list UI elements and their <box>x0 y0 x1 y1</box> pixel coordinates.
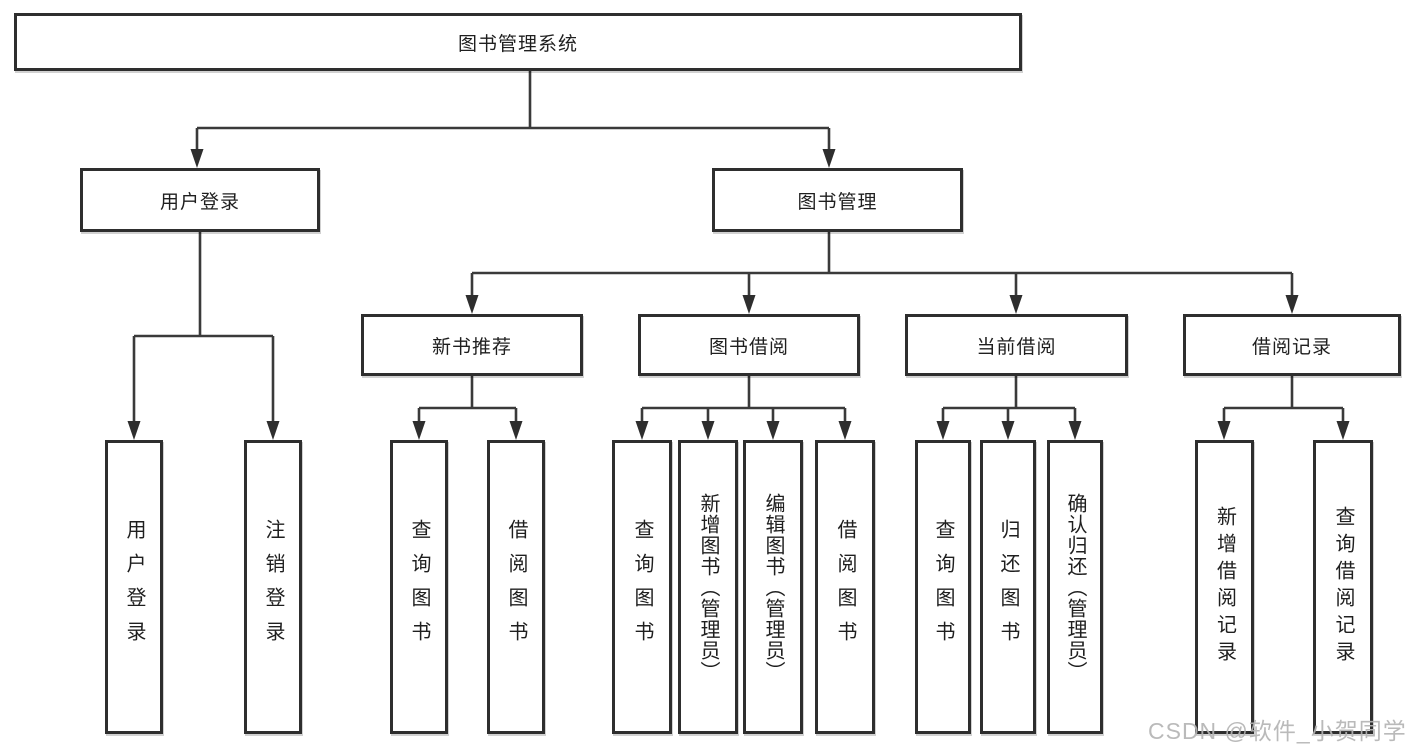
node-new-book-rec-label: 新书推荐 <box>431 336 512 358</box>
arrow-down-icon <box>936 421 950 440</box>
leaf-edit-book-admin-label: 编辑图书（管理员） <box>762 492 784 682</box>
arrow-down-icon <box>1336 421 1350 440</box>
node-book-mgmt: 图书管理 <box>712 168 963 232</box>
leaf-add-borrow-record-label: 新增借阅记录 <box>1213 506 1236 668</box>
leaf-query-book-borrow: 查询图书 <box>612 440 672 734</box>
node-borrow-record-label: 借阅记录 <box>1251 336 1332 358</box>
node-book-borrow-label: 图书借阅 <box>708 336 789 358</box>
leaf-query-book-current-label: 查询图书 <box>932 519 954 655</box>
arrow-down-icon <box>465 295 479 314</box>
leaf-query-borrow-record-label: 查询借阅记录 <box>1332 506 1354 668</box>
leaf-user-login-label: 用户登录 <box>123 519 145 655</box>
leaf-add-book-admin-label: 新增图书（管理员） <box>697 492 719 682</box>
arrow-down-icon <box>701 421 715 440</box>
arrow-down-icon <box>412 421 426 440</box>
arrow-down-icon <box>1285 295 1299 314</box>
node-user-login-label: 用户登录 <box>159 191 240 213</box>
arrow-down-icon <box>1009 295 1023 314</box>
arrowheads <box>127 149 1350 440</box>
node-current-borrow-label: 当前借阅 <box>976 336 1057 358</box>
node-borrow-record: 借阅记录 <box>1183 314 1401 376</box>
node-book-borrow: 图书借阅 <box>638 314 860 376</box>
leaf-query-book-current: 查询图书 <box>915 440 971 734</box>
node-root: 图书管理系统 <box>14 13 1022 71</box>
arrow-down-icon <box>838 421 852 440</box>
leaf-return-book-label: 归还图书 <box>997 519 1019 655</box>
leaf-logout: 注销登录 <box>244 440 302 734</box>
arrow-down-icon <box>635 421 649 440</box>
arrow-down-icon <box>266 421 280 440</box>
leaf-query-book-newrec-label: 查询图书 <box>408 519 430 655</box>
leaf-user-login: 用户登录 <box>105 440 163 734</box>
leaf-borrow-book-newrec: 借阅图书 <box>487 440 545 734</box>
leaf-query-book-newrec: 查询图书 <box>390 440 448 734</box>
node-current-borrow: 当前借阅 <box>905 314 1128 376</box>
leaf-query-book-borrow-label: 查询图书 <box>631 519 653 655</box>
arrow-down-icon <box>822 149 836 168</box>
leaf-return-book: 归还图书 <box>980 440 1036 734</box>
arrow-down-icon <box>766 421 780 440</box>
leaf-query-borrow-record: 查询借阅记录 <box>1313 440 1373 734</box>
arrow-down-icon <box>1068 421 1082 440</box>
node-book-mgmt-label: 图书管理 <box>797 191 878 213</box>
leaf-confirm-return-admin-label: 确认归还（管理员） <box>1064 492 1086 682</box>
arrow-down-icon <box>742 295 756 314</box>
leaf-borrow-book-newrec-label: 借阅图书 <box>505 519 527 655</box>
leaf-add-book-admin: 新增图书（管理员） <box>678 440 738 734</box>
arrow-down-icon <box>190 149 204 168</box>
csdn-watermark: CSDN @软件_小贺同学 <box>1148 718 1405 744</box>
leaf-borrow-book-borrow-label: 借阅图书 <box>834 519 856 655</box>
tree-edges <box>132 71 1345 423</box>
node-root-label: 图书管理系统 <box>457 33 578 55</box>
node-user-login: 用户登录 <box>80 168 320 232</box>
leaf-borrow-book-borrow: 借阅图书 <box>815 440 875 734</box>
arrow-down-icon <box>127 421 141 440</box>
leaf-edit-book-admin: 编辑图书（管理员） <box>743 440 803 734</box>
leaf-confirm-return-admin: 确认归还（管理员） <box>1047 440 1103 734</box>
leaf-add-borrow-record: 新增借阅记录 <box>1195 440 1254 734</box>
node-new-book-rec: 新书推荐 <box>361 314 583 376</box>
arrow-down-icon <box>1217 421 1231 440</box>
leaf-logout-label: 注销登录 <box>262 519 284 655</box>
arrow-down-icon <box>509 421 523 440</box>
arrow-down-icon <box>1001 421 1015 440</box>
